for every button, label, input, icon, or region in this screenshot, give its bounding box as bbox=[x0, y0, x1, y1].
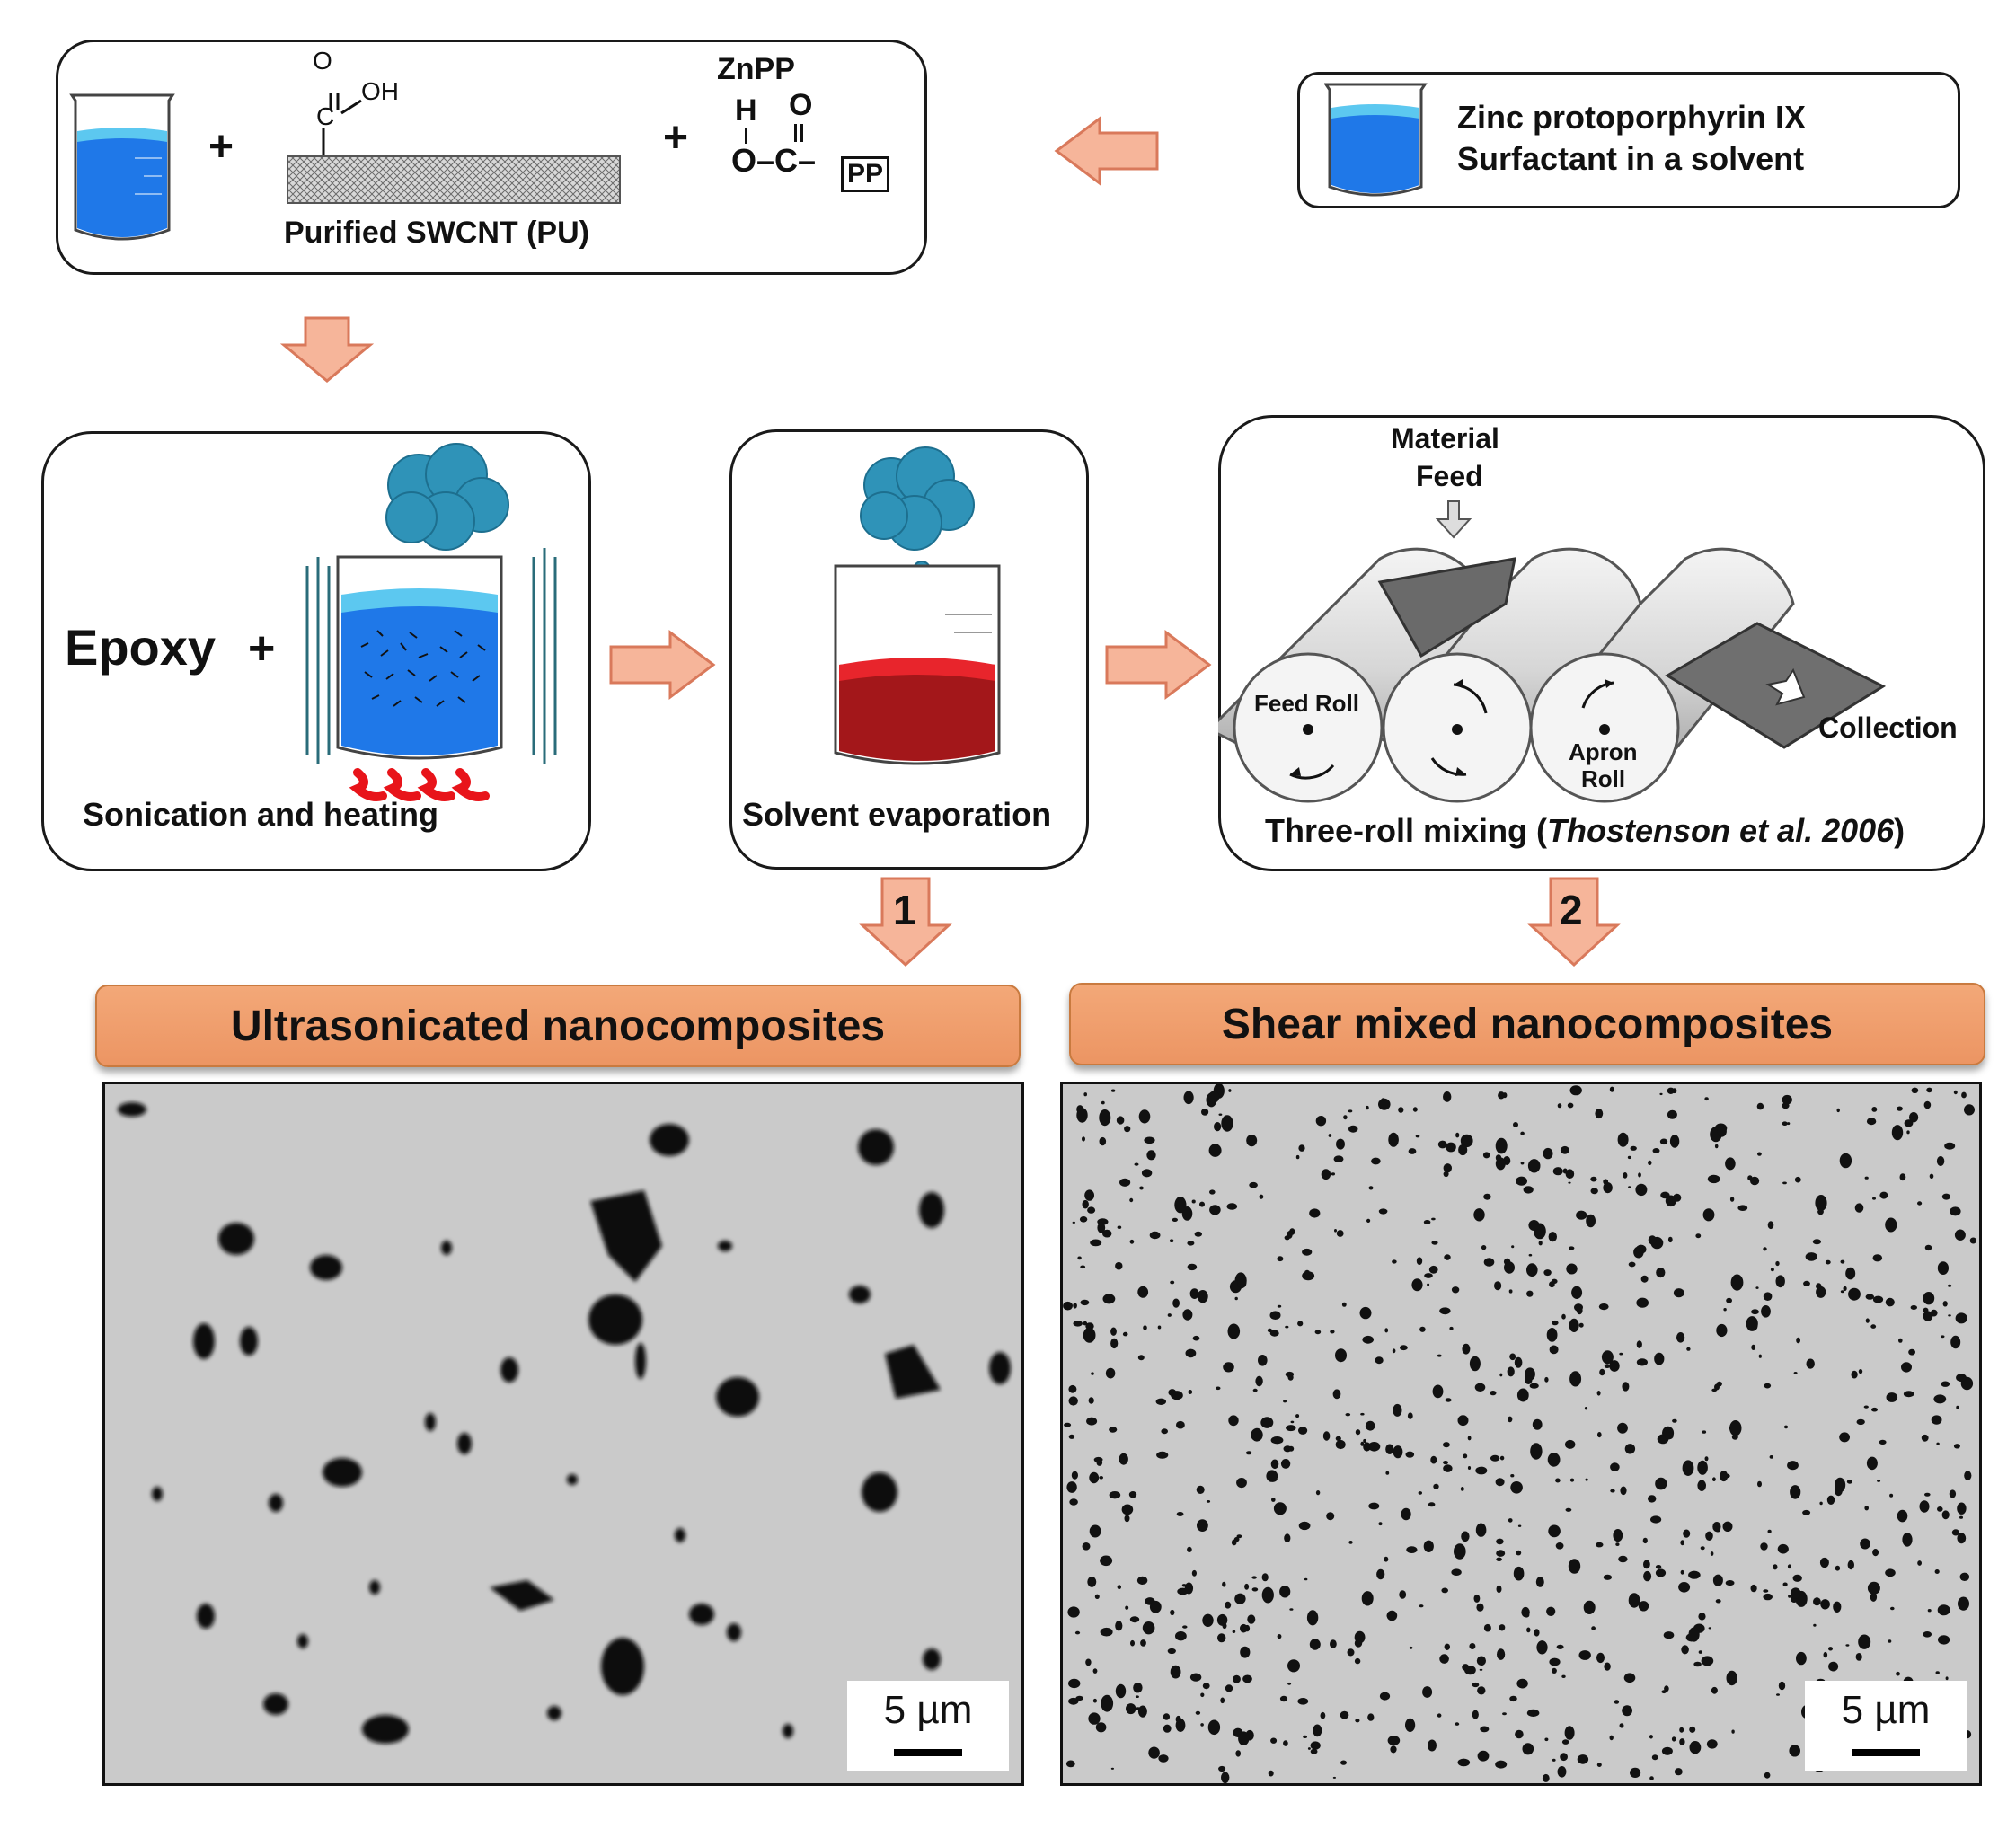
scale-bar-2: 5 µm bbox=[1805, 1681, 1967, 1771]
three-roll-caption: Three-roll mixing (Thostenson et al. 200… bbox=[1265, 812, 1905, 850]
caption-citation: Thostenson et al. 2006 bbox=[1547, 812, 1895, 849]
hydroxyl-group: OH bbox=[361, 77, 399, 105]
shear-mixed-micrograph: 5 µm bbox=[1060, 1082, 1982, 1786]
right-arrow-icon-1 bbox=[609, 630, 716, 700]
swcnt-tube bbox=[287, 155, 621, 204]
carbonyl-oxygen: O bbox=[313, 47, 332, 75]
shear-mixed-particles bbox=[1063, 1084, 1977, 1783]
evaporation-caption: Solvent evaporation bbox=[742, 796, 1052, 833]
scale-bar-1: 5 µm bbox=[847, 1681, 1009, 1771]
caption-suffix: ) bbox=[1894, 812, 1905, 849]
evaporation-graphics bbox=[834, 446, 1001, 765]
left-arrow-icon bbox=[1054, 116, 1159, 186]
right-arrow-icon-2 bbox=[1105, 630, 1212, 700]
scale-bar-2-label: 5 µm bbox=[1841, 1688, 1931, 1732]
surfactant-line-2: Surfactant in a solvent bbox=[1457, 140, 1805, 177]
ultrasonicated-particles bbox=[118, 1102, 1011, 1744]
down-arrow-icon bbox=[280, 316, 374, 383]
route-1-arrow-icon bbox=[859, 877, 952, 968]
feed-roll-label: Feed Roll bbox=[1254, 690, 1360, 717]
znpp-bond-h bbox=[745, 128, 747, 144]
znpp-double-bond bbox=[794, 124, 803, 142]
apron-roll-label-2: Roll bbox=[1581, 765, 1626, 792]
surfactant-beaker-icon bbox=[1324, 83, 1428, 197]
scale-bar-1-label: 5 µm bbox=[883, 1688, 973, 1732]
three-roll-graphics bbox=[1218, 500, 1887, 803]
znpp-hydrogen: H bbox=[735, 93, 757, 128]
route-1-number: 1 bbox=[893, 887, 916, 933]
shear-mixed-banner: Shear mixed nanocomposites bbox=[1069, 983, 1985, 1065]
znpp-label: ZnPP bbox=[717, 52, 795, 86]
epoxy-label: Epoxy bbox=[65, 619, 217, 676]
znpp-carbonyl-oxygen: O bbox=[789, 88, 813, 122]
pp-box: PP bbox=[841, 156, 890, 192]
collection-label: Collection bbox=[1818, 711, 1958, 744]
route-2-number: 2 bbox=[1560, 887, 1583, 933]
sonication-caption: Sonication and heating bbox=[83, 796, 439, 833]
znpp-oc-chain: O–C– bbox=[731, 142, 817, 179]
plus-sign-1: + bbox=[208, 123, 234, 171]
epoxy-plus-sign: + bbox=[248, 623, 276, 675]
ingredients-graphics bbox=[69, 93, 621, 241]
sonication-graphics bbox=[305, 443, 557, 801]
swcnt-label: Purified SWCNT (PU) bbox=[284, 216, 589, 250]
plus-sign-2: + bbox=[663, 114, 689, 162]
ultrasonicated-micrograph: 5 µm bbox=[102, 1082, 1024, 1786]
caption-prefix: Three-roll mixing ( bbox=[1265, 812, 1548, 849]
apron-roll-label-1: Apron bbox=[1569, 738, 1638, 765]
material-feed-line-1: Material bbox=[1391, 422, 1499, 455]
ultrasonicated-banner: Ultrasonicated nanocomposites bbox=[95, 985, 1021, 1067]
solvent-beaker-icon bbox=[69, 93, 175, 241]
surfactant-line-1: Zinc protoporphyrin IX bbox=[1457, 99, 1806, 136]
route-2-arrow-icon bbox=[1527, 877, 1621, 968]
material-feed-line-2: Feed bbox=[1416, 460, 1483, 492]
carboxyl-carbon: C bbox=[316, 102, 335, 130]
